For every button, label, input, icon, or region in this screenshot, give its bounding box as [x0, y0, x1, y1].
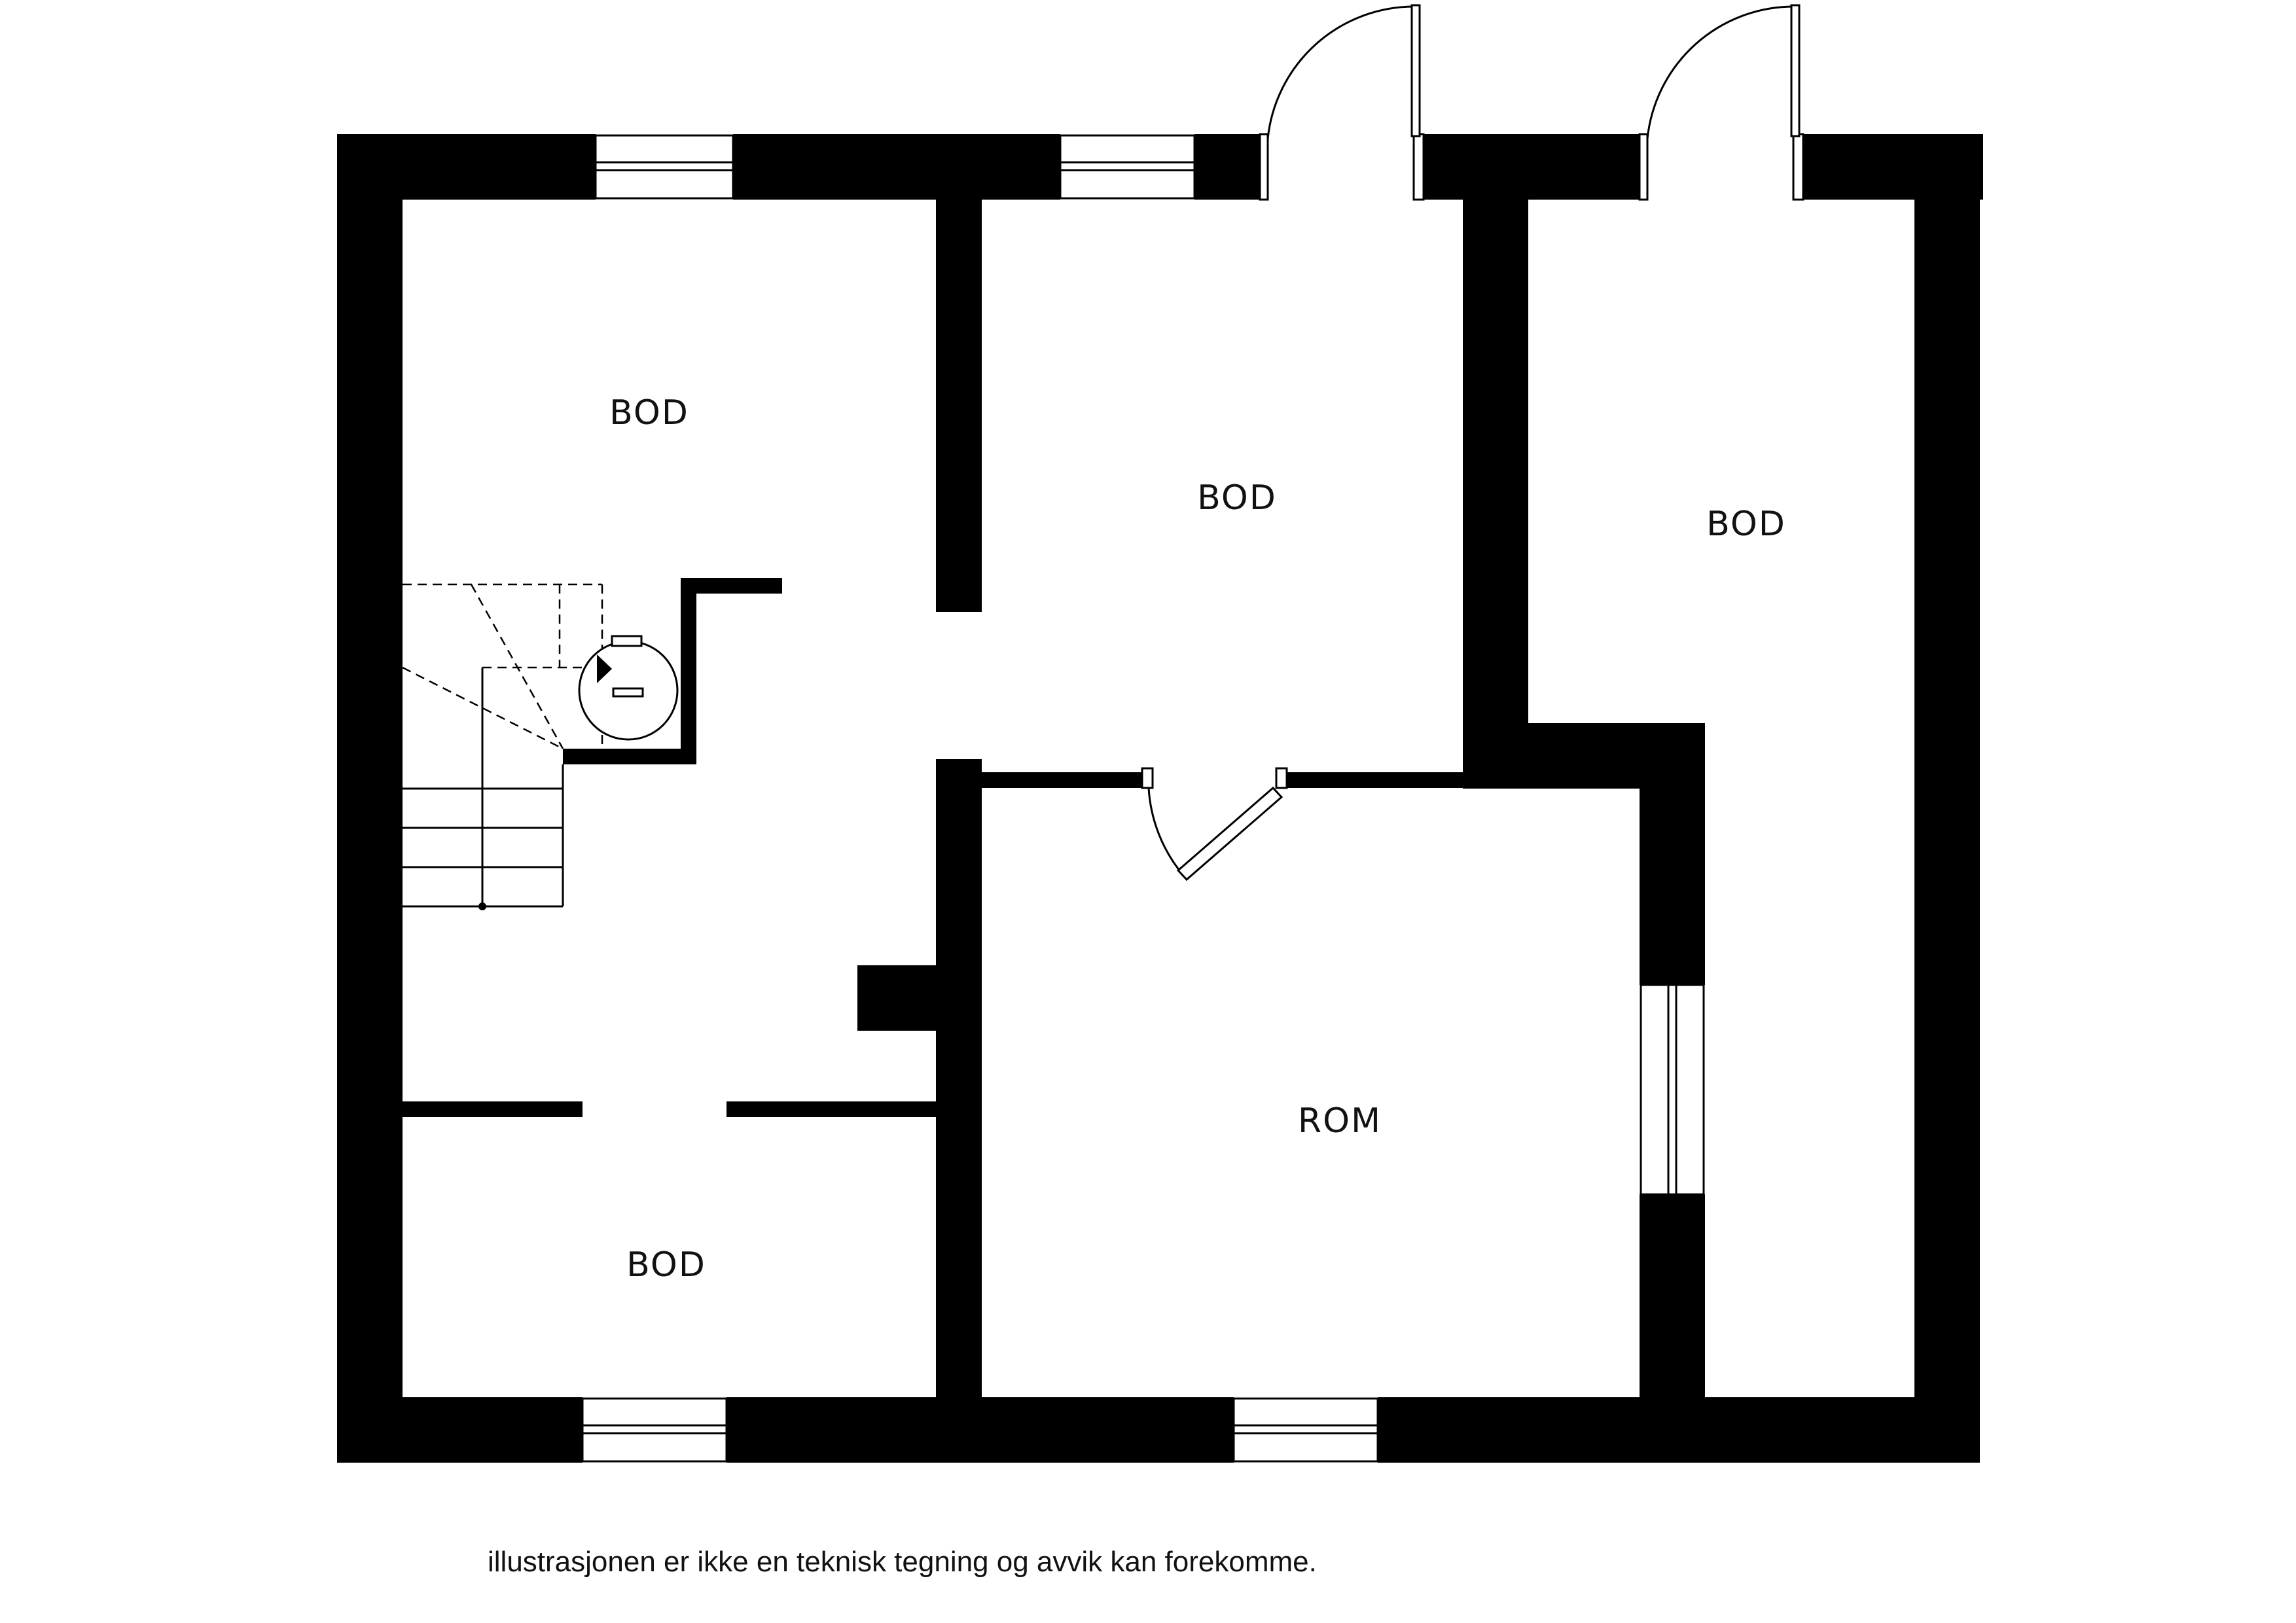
- staircase: [402, 583, 603, 910]
- room-label-bod-bottom-left: BOD: [626, 1245, 706, 1285]
- window-top-left: [594, 134, 734, 200]
- rom-door: [1141, 767, 1288, 882]
- interior-walls: [403, 196, 1705, 1400]
- room-label-bod-right: BOD: [1706, 505, 1786, 544]
- window-bottom-middle: [1232, 1397, 1379, 1463]
- disclaimer-text: illustrasjonen er ikke en teknisk tegnin…: [488, 1546, 1317, 1578]
- room-label-bod-top-left: BOD: [609, 393, 689, 433]
- entrance-door-middle: [1259, 4, 1425, 201]
- exterior-walls: [337, 134, 1983, 1463]
- window-bottom-left: [581, 1397, 728, 1463]
- water-tank-icon: [578, 635, 679, 741]
- window-rom-right: [1640, 984, 1705, 1196]
- room-label-bod-top-middle: BOD: [1197, 478, 1277, 518]
- window-top-middle: [1059, 134, 1196, 200]
- entrance-door-right: [1638, 4, 1804, 201]
- room-label-rom: ROM: [1298, 1101, 1382, 1141]
